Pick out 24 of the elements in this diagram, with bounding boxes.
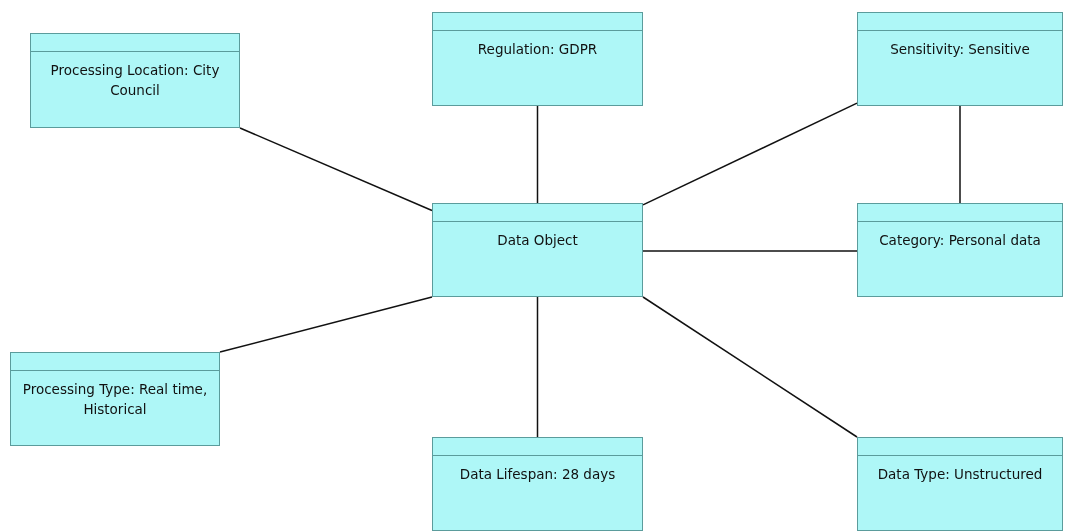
class-box (10, 352, 220, 446)
class-box (857, 437, 1063, 531)
box-label: Category: Personal data (878, 231, 1042, 250)
class-box (30, 33, 240, 128)
box-label: Processing Type: Real time, Historical (21, 380, 209, 419)
class-box (857, 12, 1063, 106)
box-label: Data Type: Unstructured (876, 465, 1044, 484)
connector-line (239, 127, 433, 212)
class-box (857, 203, 1063, 297)
box-label: Regulation: GDPR (476, 40, 599, 59)
connector-line (642, 296, 858, 438)
connector-line (536, 105, 539, 204)
box-label: Processing Location: City Council (49, 61, 221, 100)
connector-line (219, 296, 433, 353)
box-label: Data Lifespan: 28 days (458, 465, 617, 484)
connector-line (642, 250, 858, 252)
class-box (432, 437, 643, 531)
class-box (432, 203, 643, 297)
connector-line (536, 296, 539, 438)
box-label: Data Object (496, 231, 579, 250)
connector-line (642, 102, 858, 206)
box-label: Sensitivity: Sensitive (889, 40, 1031, 59)
class-box (432, 12, 643, 106)
connector-line (959, 105, 961, 204)
